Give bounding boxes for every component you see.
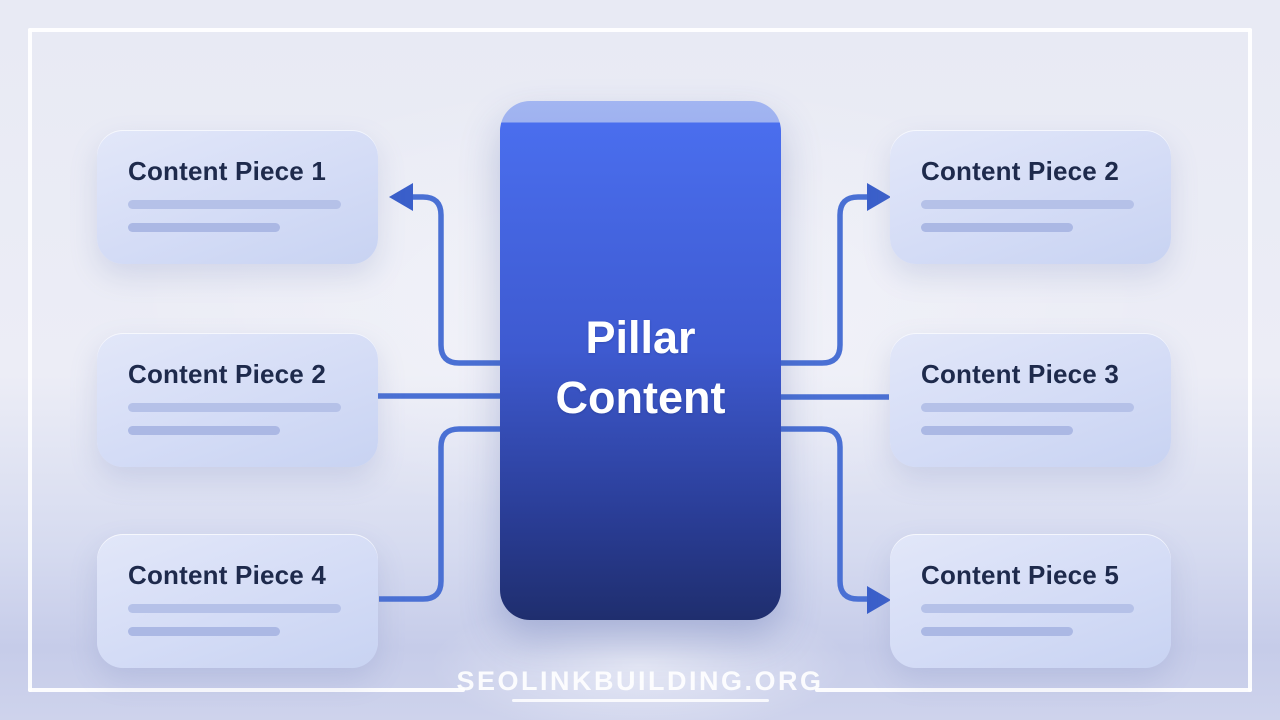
arrowhead-left-top-icon <box>389 183 413 211</box>
connector-right-bottom <box>779 426 868 602</box>
placeholder-bar <box>128 626 280 636</box>
node-right-1: Content Piece 2 <box>890 130 1171 264</box>
pillar-title: Pillar Content <box>555 312 726 423</box>
frame-border-top <box>28 28 1252 32</box>
placeholder-bar <box>128 425 280 435</box>
placeholder-bar <box>128 222 280 232</box>
frame-border-right <box>1248 28 1252 692</box>
placeholder-bar <box>128 199 341 209</box>
placeholder-bar <box>921 603 1134 613</box>
placeholder-bar <box>921 402 1134 412</box>
placeholder-bar <box>921 425 1073 435</box>
arrowhead-right-top-icon <box>867 183 891 211</box>
node-title: Content Piece 2 <box>128 359 327 389</box>
node-title: Content Piece 5 <box>921 560 1120 590</box>
connector-left-bottom <box>379 426 502 602</box>
node-title: Content Piece 2 <box>921 156 1120 186</box>
node-title: Content Piece 4 <box>128 560 327 590</box>
arrowhead-right-bottom-icon <box>867 586 891 614</box>
watermark-text: SEOLINKBUILDING.ORG <box>456 666 824 696</box>
frame-border-bottom-right <box>815 688 1252 692</box>
pillar-content-node: Pillar Content <box>500 101 781 620</box>
connector-left-top <box>412 194 502 366</box>
connector-right-top <box>779 194 868 366</box>
node-title: Content Piece 3 <box>921 359 1120 389</box>
placeholder-bar <box>128 402 341 412</box>
placeholder-bar <box>921 199 1134 209</box>
node-right-2: Content Piece 3 <box>890 333 1171 467</box>
node-left-3: Content Piece 4 <box>97 534 378 668</box>
node-left-2: Content Piece 2 <box>97 333 378 467</box>
frame-border-left <box>28 28 32 692</box>
watermark-underline <box>512 699 769 702</box>
node-left-1: Content Piece 1 <box>97 130 378 264</box>
placeholder-bar <box>921 626 1073 636</box>
frame-border-bottom-left <box>28 688 465 692</box>
node-title: Content Piece 1 <box>128 156 327 186</box>
placeholder-bar <box>921 222 1073 232</box>
placeholder-bar <box>128 603 341 613</box>
node-right-3: Content Piece 5 <box>890 534 1171 668</box>
